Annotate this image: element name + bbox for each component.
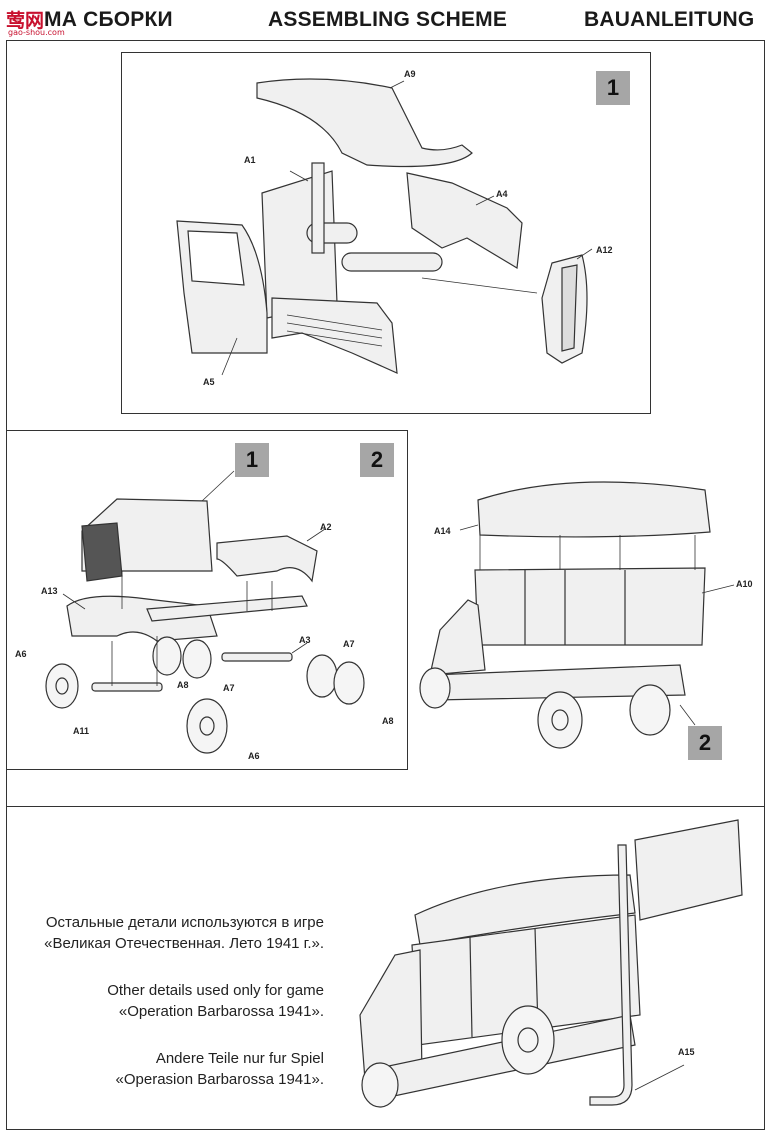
notes-block: Остальные детали используются в игре «Ве… bbox=[10, 912, 324, 1102]
note-russian-line2: «Великая Отечественная. Лето 1941 г.». bbox=[44, 935, 324, 952]
truck-with-exhaust-drawing bbox=[359, 819, 743, 1108]
right-frame-line bbox=[764, 40, 765, 1130]
cab-exploded-drawing bbox=[176, 78, 593, 376]
part-label-a8: A8 bbox=[177, 680, 189, 690]
step-number-badge: 2 bbox=[360, 443, 394, 477]
header-divider bbox=[6, 40, 765, 41]
logo-main: 莺网 bbox=[6, 10, 45, 32]
part-label-a6: A6 bbox=[15, 649, 27, 659]
part-label-a8-second: A8 bbox=[382, 716, 394, 726]
step-number-badge: 1 bbox=[596, 71, 630, 105]
part-label-a14: A14 bbox=[434, 526, 451, 536]
title-russian: МА СБОРКИ bbox=[44, 8, 173, 31]
step-reference-badge: 1 bbox=[235, 443, 269, 477]
part-label-a1: A1 bbox=[244, 155, 256, 165]
part-label-a15: A15 bbox=[678, 1047, 695, 1057]
watermark-logo: 莺网 gao-shou.com bbox=[6, 4, 70, 38]
title-german: BAUANLEITUNG bbox=[584, 8, 755, 31]
part-label-a12: A12 bbox=[596, 245, 613, 255]
step3-area: A14 A10 2 bbox=[410, 470, 760, 770]
note-english: Other details used only for game «Operat… bbox=[107, 980, 324, 1022]
section-divider bbox=[6, 806, 765, 807]
part-label-a2: A2 bbox=[320, 522, 332, 532]
note-german-line2: «Operasion Barbarossa 1941». bbox=[115, 1071, 324, 1088]
step1-panel: 1 A9 A1 A4 A12 A5 bbox=[121, 52, 651, 414]
note-russian-line1: Остальные детали используются в игре bbox=[45, 914, 324, 931]
note-english-line2: «Operation Barbarossa 1941». bbox=[118, 1003, 324, 1020]
part-label-a7-second: A7 bbox=[223, 683, 235, 693]
part-label-a13: A13 bbox=[41, 586, 58, 596]
step2-panel: 1 2 A2 A13 A6 A8 A3 A7 A7 A11 A8 A6 bbox=[6, 430, 408, 770]
truck-body-drawing bbox=[419, 481, 735, 749]
step-reference-badge: 2 bbox=[688, 726, 722, 760]
note-english-line1: Other details used only for game bbox=[107, 982, 324, 999]
part-label-a3: A3 bbox=[299, 635, 311, 645]
step4-area: A15 bbox=[350, 815, 755, 1120]
note-german-line1: Andere Teile nur fur Spiel bbox=[155, 1050, 324, 1067]
part-label-a5: A5 bbox=[203, 377, 215, 387]
chassis-exploded-drawing bbox=[45, 470, 365, 754]
part-label-a9: A9 bbox=[404, 69, 416, 79]
part-label-a7: A7 bbox=[343, 639, 355, 649]
title-english: ASSEMBLING SCHEME bbox=[268, 8, 508, 31]
note-german: Andere Teile nur fur Spiel «Operasion Ba… bbox=[116, 1048, 324, 1090]
logo-sub: gao-shou.com bbox=[8, 28, 65, 37]
page-header: 莺网 gao-shou.com МА СБОРКИ ASSEMBLING SCH… bbox=[0, 0, 771, 40]
bottom-frame-line bbox=[6, 1129, 765, 1130]
part-label-a10: A10 bbox=[736, 579, 753, 589]
note-russian: Остальные детали используются в игре «Ве… bbox=[44, 912, 324, 954]
part-label-a4: A4 bbox=[496, 189, 508, 199]
part-label-a6-second: A6 bbox=[248, 751, 260, 761]
part-label-a11: A11 bbox=[73, 726, 90, 736]
